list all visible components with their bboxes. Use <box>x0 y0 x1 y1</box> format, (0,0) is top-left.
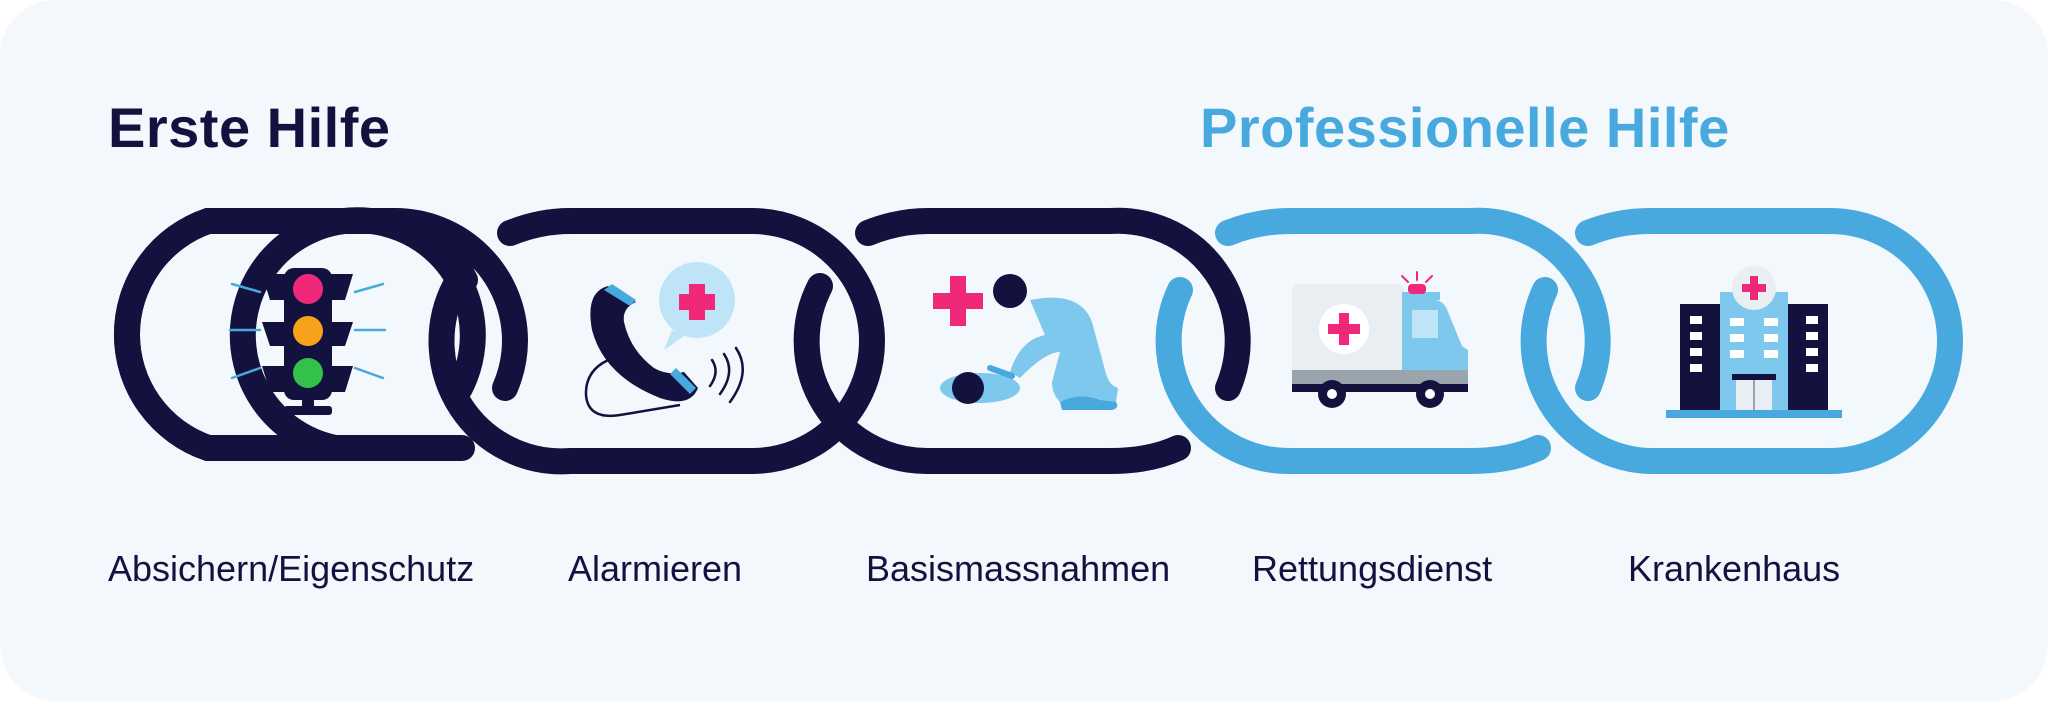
step-label-absichern: Absichern/Eigenschutz <box>108 548 475 589</box>
chain-links <box>114 207 1963 475</box>
chain-link-4 <box>1215 207 1611 401</box>
chain-link-5 <box>1520 208 1963 474</box>
ambulance-icon <box>1292 271 1468 408</box>
chain-link-1-end <box>114 208 478 461</box>
chain-link-3 <box>855 207 1251 401</box>
hospital-icon <box>1666 266 1842 418</box>
step-label-basismassnahmen: Basismassnahmen <box>866 548 1171 589</box>
step-label-alarmieren: Alarmieren <box>568 548 743 589</box>
first-aid-heading: Erste Hilfe <box>108 96 391 159</box>
cpr-icon <box>933 274 1118 410</box>
professional-help-heading: Professionelle Hilfe <box>1200 96 1730 159</box>
chain-link-3-bottom <box>793 273 1191 475</box>
step-label-krankenhaus: Krankenhaus <box>1628 548 1841 589</box>
emergency-call-icon <box>584 262 744 418</box>
traffic-light-icon <box>228 268 387 415</box>
chain-link-4-bottom <box>1155 277 1551 475</box>
step-label-rettungsdienst: Rettungsdienst <box>1252 548 1493 589</box>
